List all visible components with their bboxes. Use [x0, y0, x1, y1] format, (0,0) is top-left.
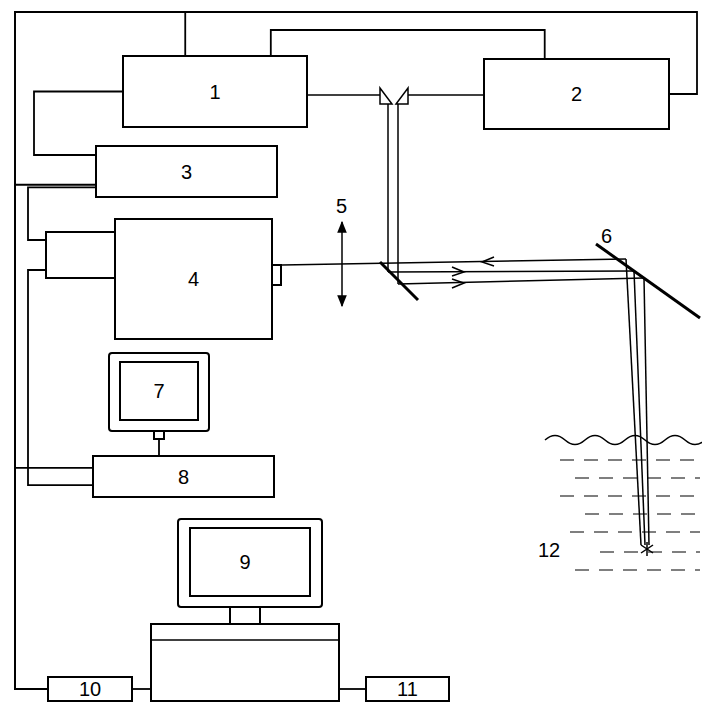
signal-wire: [15, 12, 697, 689]
unit-box: 10: [47, 676, 133, 702]
receiver-outline: [45, 218, 282, 340]
computer-outline: [150, 518, 340, 702]
laser-box: 2: [483, 58, 670, 130]
callout-number: 5: [336, 196, 347, 216]
signal-wire: [133, 688, 150, 690]
callout-number: 12: [538, 540, 560, 560]
callout-number: 3: [181, 162, 192, 182]
callout-number: 4: [188, 269, 199, 289]
callout-number: 11: [397, 679, 418, 699]
water-texture: [575, 477, 700, 478]
laser-box: 1: [122, 55, 308, 128]
water-texture: [570, 531, 700, 532]
unit-box: 8: [92, 455, 275, 498]
water-texture: [585, 513, 700, 514]
signal-wire: [28, 270, 92, 485]
unit-box: 3: [95, 145, 278, 198]
water-texture: [560, 495, 700, 496]
water-texture: [575, 569, 700, 570]
callout-number: 6: [601, 226, 612, 246]
signal-wire: [158, 440, 160, 455]
signal-wire: [271, 30, 545, 58]
receiver-unit: 4: [45, 218, 282, 340]
callout-number: 1: [209, 82, 220, 102]
signal-wire: [340, 688, 365, 690]
signal-wire: [15, 468, 92, 689]
callout-number: 2: [571, 84, 582, 104]
callout-number: 7: [153, 381, 164, 401]
callout-number: 10: [79, 679, 101, 699]
computer: 9: [150, 518, 340, 702]
water-texture: [560, 459, 700, 460]
callout-number: 9: [239, 552, 250, 572]
monitor: 7: [108, 352, 210, 440]
unit-box: 11: [365, 676, 450, 702]
callout-number: 8: [178, 467, 189, 487]
